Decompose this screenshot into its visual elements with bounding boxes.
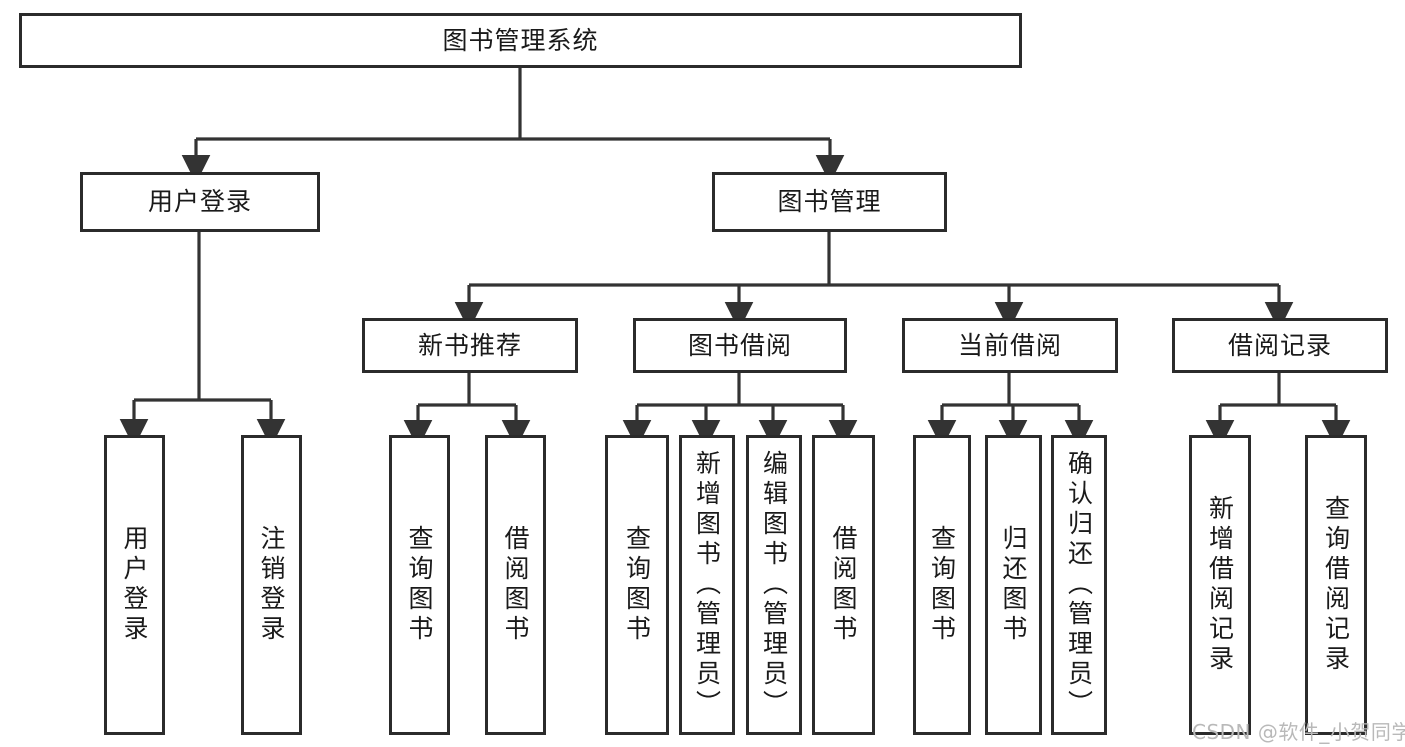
- node-label: 当前借阅: [957, 330, 1062, 360]
- node-label: 查询图书: [927, 525, 957, 645]
- node-l_q_book_a[interactable]: 查询图书: [389, 435, 450, 735]
- edge-group-root: [181, 68, 845, 184]
- node-label: 注销登录: [257, 525, 286, 645]
- node-label: 用户登录: [147, 187, 252, 217]
- node-label: 查询图书: [622, 525, 652, 645]
- node-label: 新增借阅记录: [1205, 495, 1235, 675]
- node-label: 图书管理系统: [442, 25, 599, 55]
- node-label: 新书推荐: [417, 330, 522, 360]
- edge-group-borrow-rec: [1205, 373, 1351, 449]
- node-book_borrow[interactable]: 图书借阅: [633, 318, 847, 373]
- node-label: 确认归还（管理员）: [1064, 450, 1094, 720]
- node-root[interactable]: 图书管理系统: [19, 13, 1022, 68]
- node-l_logout[interactable]: 注销登录: [241, 435, 302, 735]
- node-label: 图书管理: [777, 187, 882, 217]
- node-user_login[interactable]: 用户登录: [80, 172, 320, 232]
- node-l_return[interactable]: 归还图书: [985, 435, 1042, 735]
- edge-group-new-rec: [403, 373, 531, 449]
- node-label: 新增图书（管理员）: [692, 450, 722, 720]
- watermark-text: CSDN @软件_小贺同学: [1192, 720, 1405, 744]
- node-l_q_book_c[interactable]: 查询图书: [913, 435, 971, 735]
- node-l_user_login[interactable]: 用户登录: [104, 435, 165, 735]
- node-label: 借阅图书: [829, 525, 858, 645]
- edge-group-user-login: [119, 232, 286, 448]
- node-new_rec[interactable]: 新书推荐: [362, 318, 578, 373]
- edge-group-book-borrow: [622, 373, 858, 449]
- node-l_add_book[interactable]: 新增图书（管理员）: [679, 435, 735, 735]
- node-l_q_book_b[interactable]: 查询图书: [605, 435, 669, 735]
- node-book_manage[interactable]: 图书管理: [712, 172, 947, 232]
- node-borrow_rec[interactable]: 借阅记录: [1172, 318, 1388, 373]
- node-label: 借阅记录: [1227, 330, 1332, 360]
- node-label: 查询图书: [405, 525, 434, 645]
- node-label: 归还图书: [999, 525, 1028, 645]
- node-l_conf_return[interactable]: 确认归还（管理员）: [1051, 435, 1107, 735]
- node-label: 查询借阅记录: [1321, 495, 1351, 675]
- edge-group-book-manage: [454, 232, 1294, 331]
- node-label: 编辑图书（管理员）: [759, 450, 789, 720]
- node-l_q_rec[interactable]: 查询借阅记录: [1305, 435, 1367, 735]
- edge-group-cur-borrow: [927, 373, 1094, 449]
- node-cur_borrow[interactable]: 当前借阅: [902, 318, 1118, 373]
- node-l_brw_book_a[interactable]: 借阅图书: [485, 435, 546, 735]
- node-label: 借阅图书: [501, 525, 530, 645]
- node-label: 用户登录: [120, 525, 149, 645]
- node-l_edit_book[interactable]: 编辑图书（管理员）: [746, 435, 802, 735]
- node-l_brw_book_b[interactable]: 借阅图书: [812, 435, 875, 735]
- node-l_add_rec[interactable]: 新增借阅记录: [1189, 435, 1251, 735]
- node-label: 图书借阅: [687, 330, 792, 360]
